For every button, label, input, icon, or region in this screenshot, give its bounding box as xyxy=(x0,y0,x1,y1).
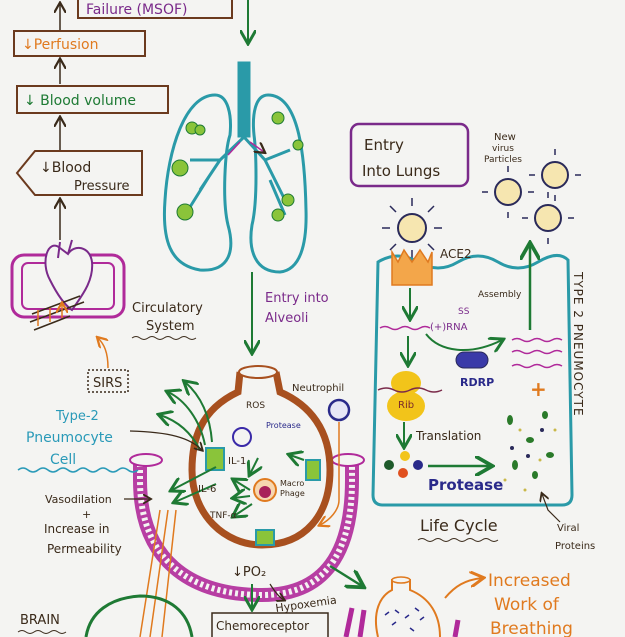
rib-label: Rib xyxy=(398,400,414,411)
life-cycle-title: Life Cycle xyxy=(420,516,498,535)
entry-alveoli-label-2: Alveoli xyxy=(265,311,308,326)
entry-lungs-label-2: Into Lungs xyxy=(362,162,440,180)
msof-box: Failure (MSOF) xyxy=(77,0,233,19)
perfusion-box: ↓Perfusion xyxy=(13,30,146,57)
work-of-breathing-label-3: Breathing xyxy=(490,619,573,637)
vasodilation-label: Vasodilation xyxy=(45,493,112,506)
ros-label: ROS xyxy=(246,401,265,411)
po2-label: ↓PO₂ xyxy=(232,565,266,580)
macrophage-label-2: Phage xyxy=(280,489,305,498)
neutrophil-label: Neutrophil xyxy=(292,383,344,394)
macrophage-label-1: Macro xyxy=(280,479,304,488)
type2-label-3: Cell xyxy=(50,452,76,468)
circulatory-label-1: Circulatory xyxy=(132,301,203,316)
type2-pneumocyte-cell xyxy=(371,248,574,507)
amino-acid-icon xyxy=(384,451,423,478)
translation-label: Translation xyxy=(415,429,481,443)
ss-label: SS xyxy=(458,307,470,317)
small-alveolus-illustration xyxy=(343,576,461,637)
il6-label: IL-6 xyxy=(198,484,216,495)
permeability-label: Permeability xyxy=(47,542,122,556)
blood-volume-label: ↓ Blood volume xyxy=(24,93,136,109)
work-of-breathing-label-1: Increased xyxy=(488,571,571,591)
neutrophil-icon xyxy=(327,398,351,422)
chemoreceptor-box: Chemoreceptor xyxy=(211,612,329,637)
plus-sign: + xyxy=(530,377,547,401)
blood-pressure-box: ↓Blood Pressure xyxy=(15,150,143,196)
lungs-illustration xyxy=(162,61,308,274)
rdrp-icon xyxy=(455,351,489,369)
heart-illustration xyxy=(10,239,126,331)
blood-volume-box: ↓ Blood volume xyxy=(16,85,169,114)
cytokine-arrows xyxy=(160,382,305,516)
rdrp-label: RDRP xyxy=(460,376,494,389)
new-virus-label-2: virus xyxy=(492,144,514,154)
protease-label: Protease xyxy=(428,476,503,494)
rna-label: (+)RNA xyxy=(430,322,468,333)
entry-lungs-label-1: Entry xyxy=(364,136,404,154)
il1-label: IL-1 xyxy=(228,456,246,467)
increase-label: Increase in xyxy=(44,522,110,536)
viral-proteins-label-2: Proteins xyxy=(555,541,595,552)
new-virus-label-3: Particles xyxy=(484,155,522,165)
virus-spikes xyxy=(382,149,581,258)
type2-label-2: Pneumocyte xyxy=(26,430,113,446)
viral-proteins-label-1: Viral xyxy=(557,523,579,534)
entry-into-lungs-box: Entry Into Lungs xyxy=(349,122,470,188)
blood-pressure-label-2: Pressure xyxy=(74,179,130,194)
brain-icon xyxy=(84,594,194,637)
protease-small-label: Protease xyxy=(266,421,301,430)
type2-label-1: Type-2 xyxy=(55,409,99,424)
assembly-label: Assembly xyxy=(478,290,522,300)
chemoreceptor-label: Chemoreceptor xyxy=(216,619,309,633)
sirs-box: SIRS xyxy=(87,369,129,393)
ace2-label: ACE2 xyxy=(440,247,472,261)
new-virus-label-1: New xyxy=(494,132,516,143)
msof-label: Failure (MSOF) xyxy=(86,2,187,18)
ace2-receptor xyxy=(391,248,433,286)
virus-icon xyxy=(397,161,569,243)
vasodilation-plus: + xyxy=(82,508,91,521)
viral-proteins-cluster xyxy=(503,411,557,492)
entry-alveoli-label-1: Entry into xyxy=(265,291,329,306)
circulatory-label-2: System xyxy=(146,319,194,334)
brain-label: BRAIN xyxy=(20,613,60,628)
ribosome-icon xyxy=(377,371,443,421)
type2-pneumocyte-vertical-label: TYPE 2 PNEUMOCYTE xyxy=(571,271,585,417)
sirs-label: SIRS xyxy=(93,376,122,391)
blood-pressure-label-1: ↓Blood xyxy=(40,160,91,176)
tnf-label: TNF-α xyxy=(209,511,237,521)
perfusion-label: ↓Perfusion xyxy=(22,37,98,53)
work-of-breathing-label-2: Work of xyxy=(494,595,560,615)
